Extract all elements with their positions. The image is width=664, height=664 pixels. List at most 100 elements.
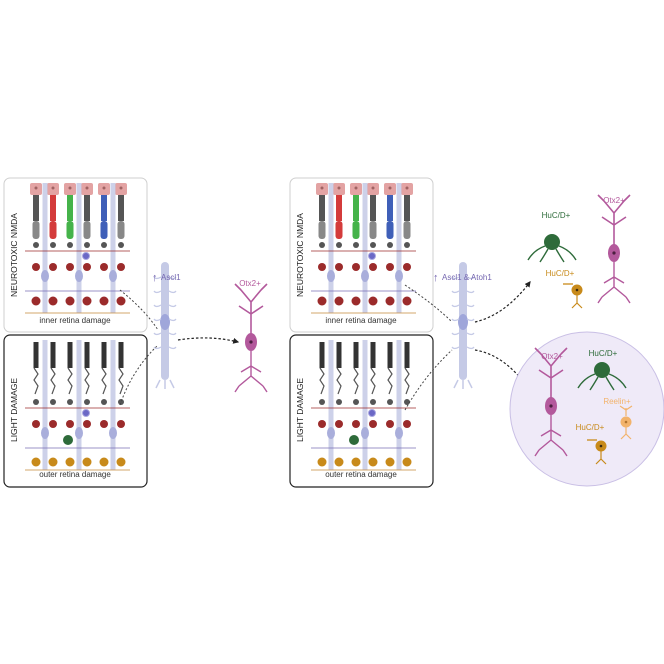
right-nmda-side-label: NEUROTOXIC NMDA: [295, 213, 305, 297]
otx2-axon: [534, 415, 568, 457]
ganglion-cell: [99, 296, 109, 306]
lower-huc-green-label: HuC/D+: [589, 349, 618, 358]
bipolar-cell: [66, 420, 74, 428]
right-light-side-label: LIGHT DAMAGE: [295, 378, 305, 442]
photoreceptor-outer: [370, 195, 376, 221]
left-nmda-retina: [25, 183, 130, 314]
damaged-photoreceptor: [33, 367, 39, 395]
lower-huc-orange-label: HuC/D+: [576, 423, 605, 432]
lower-huc-green-neuron: [577, 362, 627, 391]
ganglion-cell: [82, 296, 92, 306]
bipolar-cell: [403, 420, 411, 428]
upper-huc-orange-label: HuC/D+: [546, 269, 575, 278]
damaged-photoreceptor: [118, 367, 124, 395]
ganglion-cell: [31, 296, 41, 306]
left-light-retina: [25, 340, 130, 471]
damaged-photoreceptor: [387, 367, 393, 395]
lower-reelin-label: Reelin+: [603, 397, 631, 406]
bipolar-cell: [352, 263, 360, 271]
ganglion-cell: [385, 296, 395, 306]
lower-otx2-neuron: [534, 347, 568, 457]
amacrine-cell: [368, 252, 376, 260]
right-nmda-panel: [289, 177, 434, 333]
bipolar-cell: [369, 420, 377, 428]
otx2-dendrites: [234, 283, 268, 336]
huc-soma: [594, 362, 610, 378]
photoreceptor-outer: [84, 195, 90, 221]
right-light-retina: [311, 340, 416, 471]
bipolar-cell: [83, 420, 91, 428]
ganglion-cell: [65, 457, 75, 467]
right-nmda-retina: [311, 183, 416, 314]
amacrine-cell: [82, 252, 90, 260]
muller-nucleus: [160, 314, 170, 330]
photoreceptor-inner: [318, 221, 326, 239]
lower-outcome-circle: [509, 331, 664, 487]
left-nmda-side-label: NEUROTOXIC NMDA: [9, 213, 19, 297]
photoreceptor-inner: [117, 221, 125, 239]
bipolar-cell: [386, 263, 394, 271]
left-panel-group: NEUROTOXIC NMDA inner retina damage LIGH…: [3, 177, 268, 488]
bipolar-cell: [49, 263, 57, 271]
ganglion-cell: [351, 457, 361, 467]
otx2-dendrites: [534, 347, 568, 400]
lower-reelin-neuron: [619, 405, 633, 440]
photoreceptor-outer: [118, 342, 124, 368]
huc-dendrites: [577, 373, 627, 391]
bipolar-cell: [32, 420, 40, 428]
right-up-arrow-icon: ↑: [433, 272, 439, 284]
photoreceptor-outer: [67, 195, 73, 221]
photoreceptor-outer: [387, 195, 393, 221]
bipolar-cell: [335, 420, 343, 428]
left-otx2-neuron: [234, 283, 268, 393]
photoreceptor-outer: [404, 195, 410, 221]
ganglion-cell: [48, 296, 58, 306]
damaged-photoreceptor: [370, 367, 376, 395]
photoreceptor-outer: [101, 195, 107, 221]
bipolar-cell: [352, 420, 360, 428]
photoreceptor-outer: [118, 195, 124, 221]
photoreceptor-outer: [353, 195, 359, 221]
ganglion-cell: [31, 457, 41, 467]
left-up-arrow-icon: ↑: [152, 272, 158, 284]
ganglion-cell: [116, 457, 126, 467]
left-nmda-caption: inner retina damage: [39, 316, 111, 325]
right-top-dotted-curve: [404, 284, 453, 323]
ganglion-cell: [402, 457, 412, 467]
damaged-photoreceptor: [101, 367, 107, 395]
upper-huc-green-neuron: [527, 234, 577, 263]
ganglion-cell: [48, 457, 58, 467]
left-top-dotted-curve: [119, 289, 159, 331]
bipolar-cell: [318, 263, 326, 271]
otx2-axon: [597, 262, 631, 304]
left-factor-label: Ascl1: [161, 273, 181, 282]
right-muller-glia: [451, 262, 475, 389]
damaged-photoreceptor: [353, 367, 359, 395]
ganglion-cell: [334, 296, 344, 306]
left-nmda-panel: [3, 177, 148, 333]
photoreceptor-outer: [370, 342, 376, 368]
ganglion-cell: [317, 457, 327, 467]
bipolar-cell: [335, 263, 343, 271]
right-panel-group: NEUROTOXIC NMDA inner retina damage LIGH…: [289, 177, 664, 488]
bipolar-cell: [386, 420, 394, 428]
left-otx2-label: Otx2+: [239, 279, 261, 288]
left-muller-glia: [153, 262, 177, 389]
photoreceptor-outer: [387, 342, 393, 368]
ganglion-cell: [334, 457, 344, 467]
ganglion-cell: [368, 457, 378, 467]
otx2-axon: [234, 351, 268, 393]
damaged-photoreceptor: [67, 367, 73, 395]
damaged-photoreceptor: [319, 367, 325, 395]
damaged-photoreceptor: [84, 367, 90, 395]
upper-huc-green-label: HuC/D+: [542, 211, 571, 220]
bipolar-cell: [318, 420, 326, 428]
photoreceptor-inner: [83, 221, 91, 239]
photoreceptor-outer: [336, 342, 342, 368]
amacrine-cell: [82, 409, 90, 417]
right-light-panel: [289, 334, 434, 488]
bipolar-cell: [369, 263, 377, 271]
photoreceptor-outer: [101, 342, 107, 368]
photoreceptor-outer: [404, 342, 410, 368]
